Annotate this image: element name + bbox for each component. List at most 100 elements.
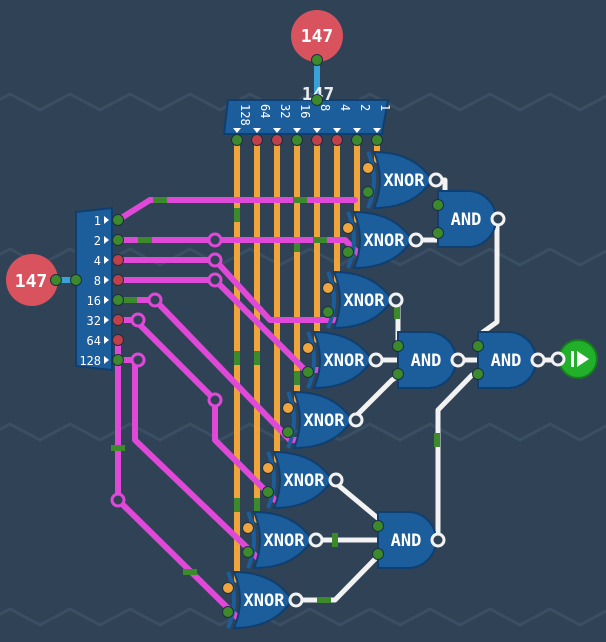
and-label: AND (391, 531, 422, 551)
and-output-pin (530, 352, 546, 368)
xnor-gate[interactable]: XNOR (246, 510, 314, 570)
top-input-node[interactable]: 147 (291, 10, 343, 62)
xnor-output-pin (388, 292, 404, 308)
and-output-pin (490, 211, 506, 227)
left-input-circle[interactable] (6, 254, 58, 306)
xnor-input-pin (342, 222, 354, 234)
xnor-input-pin (222, 582, 234, 594)
flow-mark (313, 237, 327, 243)
bit-arrow-icon (313, 128, 321, 133)
xnor-back-curve (246, 511, 256, 569)
flow-mark (138, 237, 152, 243)
flow-mark (294, 238, 300, 252)
left-splitter-pin (112, 314, 124, 326)
xnor-gate[interactable]: XNOR (266, 450, 334, 510)
top-splitter-pin (271, 134, 283, 146)
xnor-body[interactable] (332, 270, 394, 330)
left-splitter-pin (112, 354, 124, 366)
xnor-input-pin (302, 366, 314, 378)
top-splitter-input-pin (311, 94, 323, 106)
play-icon (571, 351, 589, 367)
xnor-gate[interactable]: XNOR (286, 390, 354, 450)
flow-mark (234, 208, 240, 222)
xnor-body[interactable] (292, 390, 354, 450)
top-splitter-pin (351, 134, 363, 146)
bit-arrow-icon (373, 128, 381, 133)
xnor-input-pin (342, 246, 354, 258)
xnor-input-pin (222, 606, 234, 618)
xnor-body[interactable] (312, 330, 374, 390)
and-gate[interactable]: AND (377, 511, 437, 569)
and-input-pin (472, 368, 484, 380)
xnor-back-curve (266, 451, 276, 509)
xnor-gate[interactable]: XNOR (366, 150, 434, 210)
xnor-gate[interactable]: XNOR (226, 570, 294, 630)
left-splitter-bit-label: 4 (94, 254, 101, 268)
top-splitter-pin (331, 134, 343, 146)
xnor-output-pin (348, 412, 364, 428)
xnor-body[interactable] (352, 210, 414, 270)
bit-arrow-icon (104, 236, 109, 244)
xnor-body[interactable] (272, 450, 334, 510)
xnor-gate[interactable]: XNOR (326, 270, 394, 330)
left-input-pin (50, 274, 62, 286)
left-splitter-bit-label: 8 (94, 274, 101, 288)
and-gate[interactable]: AND (437, 190, 497, 248)
pink-bit-wire (115, 357, 263, 563)
pink-junction (207, 252, 223, 268)
xnor-label: XNOR (304, 411, 346, 431)
xnor-gate[interactable]: XNOR (306, 330, 374, 390)
top-splitter-pin (371, 134, 383, 146)
top-splitter-body[interactable] (222, 99, 390, 135)
bit-arrow-icon (104, 276, 109, 284)
top-splitter-pin (291, 134, 303, 146)
top-input-circle[interactable] (291, 10, 343, 62)
bit-arrow-icon (273, 128, 281, 133)
xnor-label: XNOR (264, 531, 306, 551)
xnor-body[interactable] (372, 150, 434, 210)
flow-mark (434, 433, 440, 447)
top-splitter-bit-label: 8 (318, 104, 332, 111)
flow-mark (293, 197, 307, 203)
top-input-value: 147 (301, 26, 334, 47)
and-gate[interactable]: AND (477, 331, 537, 389)
xnor-body[interactable] (252, 510, 314, 570)
xnor-back-curve (226, 571, 236, 629)
pink-junction (207, 232, 223, 248)
xnor-input-pin (362, 186, 374, 198)
xnor-body[interactable] (232, 570, 294, 630)
xnor-label: XNOR (344, 291, 386, 311)
xnor-back-curve (286, 391, 296, 449)
and-input-pin (432, 199, 444, 211)
xnor-gate[interactable]: XNOR (346, 210, 414, 270)
pink-junction (130, 312, 146, 328)
left-splitter-input-pin (70, 274, 82, 286)
bit-arrow-icon (104, 316, 109, 324)
pink-junction (207, 392, 223, 408)
left-splitter-pin (112, 214, 124, 226)
left-splitter-bit-label: 2 (94, 234, 101, 248)
bit-arrow-icon (104, 356, 109, 364)
flow-mark (183, 569, 197, 575)
left-splitter-body[interactable] (75, 206, 113, 372)
xnor-output-pin (288, 592, 304, 608)
xnor-input-pin (322, 282, 334, 294)
output-node[interactable] (558, 339, 598, 379)
xnor-back-curve (346, 211, 356, 269)
and-gate[interactable]: AND (397, 331, 457, 389)
left-input-node[interactable]: 147 (6, 254, 58, 306)
xnor-input-pin (242, 546, 254, 558)
pink-junction (110, 492, 126, 508)
xnor-output-pin (368, 352, 384, 368)
gate-output-wires (289, 177, 561, 603)
and-input-pin (372, 548, 384, 560)
flow-mark (394, 305, 400, 319)
and-label: AND (491, 351, 522, 371)
bit-arrow-icon (293, 128, 301, 133)
